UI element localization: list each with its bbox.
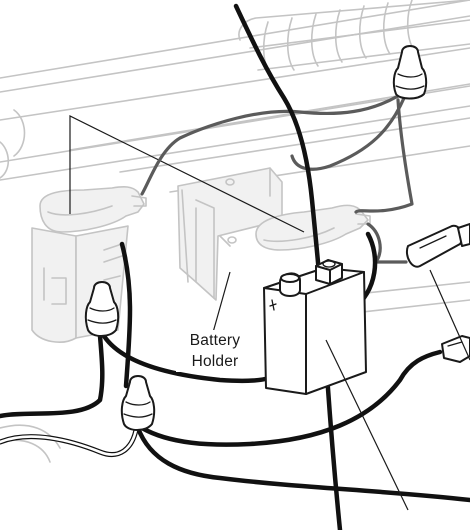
wire-nut-bottom xyxy=(120,375,156,431)
spade-connector xyxy=(406,223,470,268)
ring-connector xyxy=(441,335,470,363)
battery-clip-left xyxy=(39,186,147,233)
battery-clip-right xyxy=(255,204,371,251)
black-wires xyxy=(0,3,470,530)
battery-holder-label-line2: Holder xyxy=(191,353,239,370)
gray-wires xyxy=(140,94,414,264)
leader-lines xyxy=(211,269,470,511)
battery-holder-label: Battery Holder xyxy=(176,330,254,372)
wire-nut-left xyxy=(84,281,120,337)
nine-volt-battery xyxy=(263,259,367,395)
wire-nut-top xyxy=(392,45,428,100)
battery-holder-bracket xyxy=(177,167,283,301)
battery-holder-label-line1: Battery xyxy=(189,332,241,349)
pointer-lines xyxy=(69,115,305,233)
white-wire xyxy=(0,427,139,457)
